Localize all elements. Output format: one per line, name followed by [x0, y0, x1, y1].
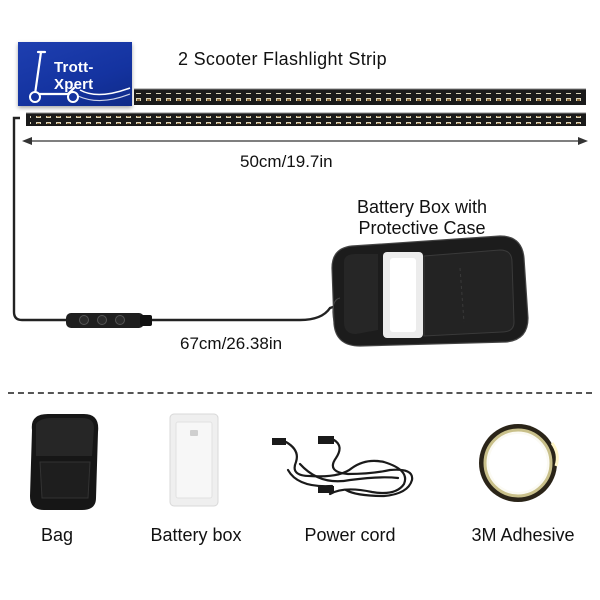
- power-cable: [12, 116, 68, 322]
- scooter-icon: [29, 50, 131, 103]
- battery-box-image: [169, 413, 219, 507]
- led-strip-1: [134, 88, 586, 105]
- battery-case: [331, 235, 529, 347]
- brand-logo: Trott-Xpert: [18, 42, 132, 106]
- adhesive-tape-image: [479, 424, 559, 502]
- item-label-power-cord: Power cord: [304, 525, 396, 545]
- strip-length-arrow: [22, 137, 588, 145]
- bag-image: [30, 414, 99, 510]
- brand-name: Trott-Xpert: [54, 59, 94, 93]
- strip-title: 2 Scooter Flashlight Strip: [178, 49, 387, 69]
- power-cord-image: [272, 436, 414, 498]
- battery-title: Battery Box with Protective Case: [322, 197, 522, 239]
- section-divider: [8, 392, 592, 394]
- item-label-3m-adhesive: 3M Adhesive: [471, 525, 575, 545]
- cable-to-battery: [152, 298, 355, 322]
- item-label-battery-box: Battery box: [150, 525, 242, 545]
- battery-title-line-2: Protective Case: [358, 218, 486, 238]
- led-strip-2: [26, 112, 586, 126]
- battery-title-line-1: Battery Box with: [356, 197, 488, 217]
- controller-module: [66, 313, 152, 328]
- cable-length-label: 67cm/26.38in: [180, 334, 283, 353]
- strip-length-label: 50cm/19.7in: [240, 152, 333, 171]
- item-label-bag: Bag: [40, 525, 74, 545]
